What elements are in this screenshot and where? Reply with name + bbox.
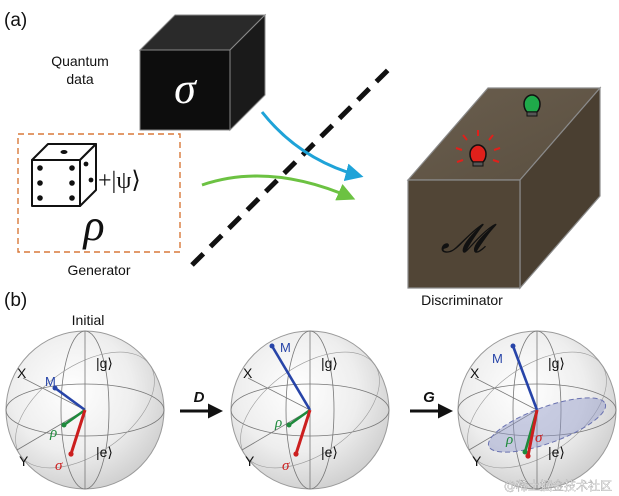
divider-dashed-line	[190, 68, 390, 267]
sphere2-south-label: |e⟩	[321, 444, 338, 460]
rotation-trajectory	[487, 397, 607, 453]
sphere3-m-label: M	[492, 351, 503, 366]
discriminator-box: 𝓜	[406, 86, 602, 290]
initial-label: Initial	[72, 312, 105, 328]
sphere2-sigma-label: σ	[282, 458, 290, 474]
sigma-symbol: σ	[174, 64, 198, 113]
sphere1-rho-label: ρ	[49, 425, 57, 441]
bloch-sphere-initial	[5, 330, 165, 490]
quantum-label-line2: data	[66, 71, 93, 87]
sphere3-x-label: X	[470, 365, 480, 381]
sphere1-sigma-label: σ	[55, 458, 63, 474]
sphere1-north-label: |g⟩	[96, 355, 113, 371]
panel-a-label: (a)	[4, 10, 27, 31]
sphere2-y-label: Y	[245, 453, 255, 469]
sphere1-m-label: M	[45, 374, 56, 389]
data-arrow	[260, 111, 364, 181]
sphere1-south-label: |e⟩	[96, 444, 113, 460]
sphere3-north-label: |g⟩	[548, 355, 565, 371]
quantum-data-box: σ	[138, 13, 267, 132]
generator-arrow	[201, 174, 356, 201]
panel-b-label: (b)	[4, 290, 27, 311]
bloch-sphere-after-g	[457, 330, 617, 490]
green-bulb-icon	[523, 94, 541, 117]
sphere3-sigma-label: σ	[535, 430, 543, 446]
step-g-label: G	[423, 389, 435, 406]
generator-label: Generator	[67, 262, 130, 278]
discriminator-label: Discriminator	[421, 292, 503, 308]
generator-formula: +|ψ⟩	[98, 168, 141, 194]
step-d-label: D	[194, 389, 205, 406]
bloch-sphere-after-d	[230, 330, 390, 490]
red-bulb-icon	[455, 130, 501, 167]
sphere2-rho-label: ρ	[274, 415, 282, 431]
sphere3-y-label: Y	[472, 453, 482, 469]
sphere2-north-label: |g⟩	[321, 355, 338, 371]
rho-symbol: ρ	[81, 201, 104, 250]
sphere1-y-label: Y	[19, 453, 29, 469]
sphere3-south-label: |e⟩	[548, 444, 565, 460]
sphere2-x-label: X	[243, 365, 253, 381]
dice-icon	[31, 143, 97, 207]
sphere3-rho-label: ρ	[505, 432, 513, 448]
generator-box	[17, 133, 181, 253]
watermark: @稀土掘金技术社区	[504, 478, 612, 493]
sphere1-x-label: X	[17, 365, 27, 381]
sphere2-m-label: M	[280, 340, 291, 355]
quantum-label-line1: Quantum	[51, 53, 109, 69]
